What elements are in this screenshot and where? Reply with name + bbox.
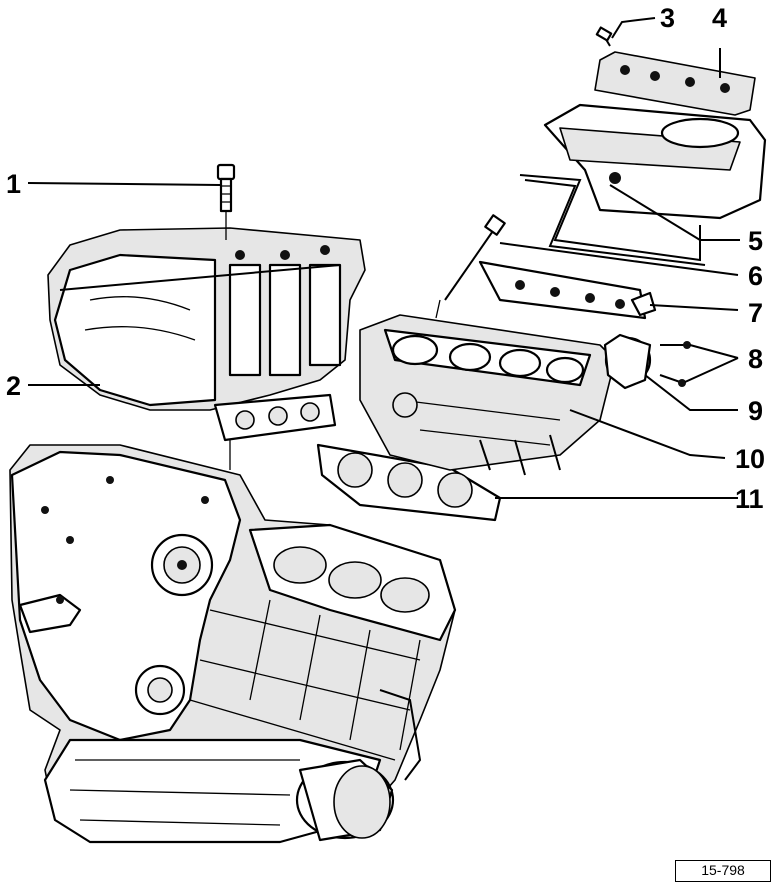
cylinder-head-gasket (316, 443, 502, 522)
cover-plate-bolt (595, 26, 613, 47)
adjuster-bolts (659, 341, 691, 387)
callout-10: 10 (735, 444, 765, 474)
callout-7: 7 (748, 298, 763, 328)
oil-filter (295, 758, 395, 842)
camshaft-carrier (478, 260, 657, 320)
callout-6: 6 (748, 261, 763, 291)
cylinder-head (359, 314, 616, 476)
callout-8: 8 (748, 344, 763, 374)
callout-2: 2 (6, 371, 21, 401)
callout-11: 11 (735, 484, 764, 514)
camshaft-adjuster (603, 333, 652, 390)
valve-cover-gasket (519, 174, 706, 266)
reference-code: 15-798 (675, 860, 771, 882)
valve-cover (543, 103, 767, 220)
callout-1: 1 (6, 169, 21, 199)
leader-lines (27, 17, 740, 499)
cover-plate (594, 51, 756, 116)
intake-manifold (47, 227, 366, 442)
callout-4: 4 (712, 3, 727, 33)
intake-bolt (216, 163, 236, 213)
callout-5: 5 (748, 226, 763, 256)
engine-block (9, 444, 457, 844)
head-bolt (444, 214, 506, 301)
callout-9: 9 (748, 396, 763, 426)
callout-3: 3 (660, 3, 675, 33)
